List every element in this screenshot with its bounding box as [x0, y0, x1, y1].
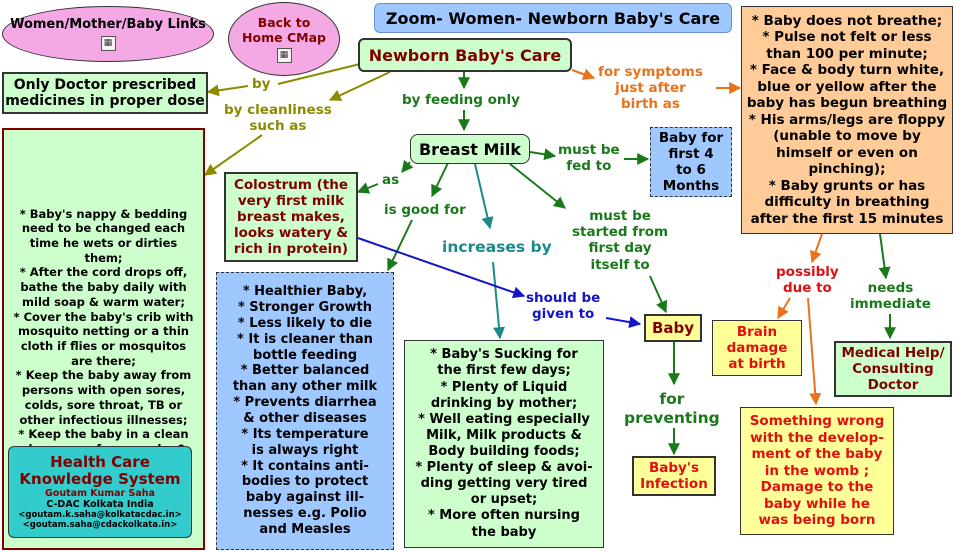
link-colostrum-given — [357, 237, 526, 299]
zoom-title: Zoom- Women- Newborn Baby's Care — [385, 8, 721, 28]
medical-help-node[interactable]: Medical Help/ Consulting Doctor — [834, 341, 952, 397]
cleanliness-list-text: * Baby's nappy & bedding need to be chan… — [13, 206, 194, 471]
link-symptoms-needs — [878, 233, 891, 280]
baby-infection-label: Baby's Infection — [640, 459, 708, 492]
something-wrong-node[interactable]: Something wrong with the develop- ment o… — [740, 407, 894, 535]
hcks-author: Goutam Kumar Saha — [45, 488, 155, 500]
link-bm-started — [509, 163, 566, 209]
label-possibly-due-to: possibly due to — [776, 264, 839, 297]
link-increase-list — [492, 261, 505, 340]
hcks-email-1[interactable]: <goutam.k.saha@kolkatacdac.in> — [18, 510, 182, 521]
symptoms-list-node[interactable]: * Baby does not breathe; * Pulse not fel… — [741, 6, 953, 234]
label-by-feeding-only: by feeding only — [402, 92, 520, 109]
link-bm-good — [431, 162, 449, 198]
link-root-cleanliness — [328, 71, 391, 101]
benefits-list-text: * Healthier Baby, * Stronger Growth * Le… — [232, 284, 378, 538]
breast-milk-label: Breast Milk — [418, 139, 521, 159]
zoom-title-bar: Zoom- Women- Newborn Baby's Care — [374, 3, 732, 33]
label-is-good-for: is good for — [384, 202, 466, 219]
hcks-email-2[interactable]: <goutam.saha@cdackolkata.in> — [22, 520, 178, 531]
link-as-colostrum — [356, 182, 379, 194]
baby-infection-node[interactable]: Baby's Infection — [632, 456, 716, 496]
link-bm-as — [401, 159, 414, 173]
label-increases-by: increases by — [442, 238, 552, 257]
increase-list-text: * Baby's Sucking for the first few days;… — [415, 347, 593, 540]
link-possibly-brain — [777, 297, 791, 320]
link-cleanliness-list — [204, 134, 263, 176]
link-by-doctor — [206, 84, 249, 97]
link-symptoms-possibly — [809, 233, 823, 264]
label-for-preventing: for preventing — [624, 390, 720, 428]
brain-damage-node[interactable]: Brain damage at birth — [712, 320, 802, 376]
label-as: as — [382, 172, 400, 189]
back-to-home-cmap-button[interactable]: Back to Home CMap ▦ — [228, 2, 340, 76]
colostrum-node[interactable]: Colostrum (the very first milk breast ma… — [224, 172, 358, 262]
link-bm-fed — [529, 148, 557, 161]
back-button-label: Back to Home CMap — [242, 15, 326, 45]
benefits-list-node[interactable]: * Healthier Baby, * Stronger Growth * Le… — [216, 272, 394, 550]
link-bm-increase — [474, 163, 494, 230]
baby-for-months-label: Baby for first 4 to 6 Months — [658, 129, 724, 195]
baby-label: Baby — [651, 319, 695, 337]
brain-damage-label: Brain damage at birth — [726, 323, 788, 373]
link-good-benefits — [387, 219, 413, 272]
root-label: Newborn Baby's Care — [368, 45, 562, 65]
label-must-be-fed: must be fed to — [558, 142, 620, 175]
links-button-label: Women/Mother/Baby Links — [10, 17, 206, 32]
breast-milk-node[interactable]: Breast Milk — [410, 134, 530, 164]
increase-list-node[interactable]: * Baby's Sucking for the first few days;… — [404, 340, 604, 548]
medical-help-label: Medical Help/ Consulting Doctor — [841, 344, 945, 394]
label-by: by — [252, 76, 271, 93]
baby-node[interactable]: Baby — [644, 314, 702, 342]
link-root-by — [277, 63, 361, 85]
link-given-baby — [605, 316, 642, 329]
label-for-symptoms: for symptoms just after birth as — [598, 64, 703, 113]
link-root-symptoms — [571, 68, 596, 80]
sitemap-icon: ▦ — [276, 48, 292, 63]
hcks-org: C-DAC Kolkata India — [46, 499, 154, 511]
baby-for-months-node[interactable]: Baby for first 4 to 6 Months — [650, 127, 732, 197]
label-by-cleanliness: by cleanliness such as — [224, 102, 332, 135]
symptoms-list-text: * Baby does not breathe; * Pulse not fel… — [746, 12, 948, 227]
women-mother-baby-links-button[interactable]: Women/Mother/Baby Links ▦ — [2, 6, 214, 62]
hcks-title: Health Care Knowledge System — [19, 452, 181, 488]
health-care-knowledge-system-box[interactable]: Health Care Knowledge System Goutam Kuma… — [8, 446, 192, 538]
label-should-be-given: should be given to — [526, 290, 601, 323]
doctor-medicines-node[interactable]: Only Doctor prescribed medicines in prop… — [2, 72, 208, 114]
something-wrong-label: Something wrong with the develop- ment o… — [749, 413, 885, 529]
root-node-newborn-care[interactable]: Newborn Baby's Care — [358, 38, 572, 72]
link-started-baby — [649, 275, 668, 314]
label-needs-immediate: needs immediate — [850, 280, 931, 313]
colostrum-label: Colostrum (the very first milk breast ma… — [233, 176, 349, 258]
link-possibly-wrong — [807, 297, 822, 406]
label-must-be-started: must be started from first day itself to — [572, 208, 669, 273]
doctor-medicines-label: Only Doctor prescribed medicines in prop… — [5, 77, 205, 109]
sitemap-icon: ▦ — [100, 36, 116, 51]
